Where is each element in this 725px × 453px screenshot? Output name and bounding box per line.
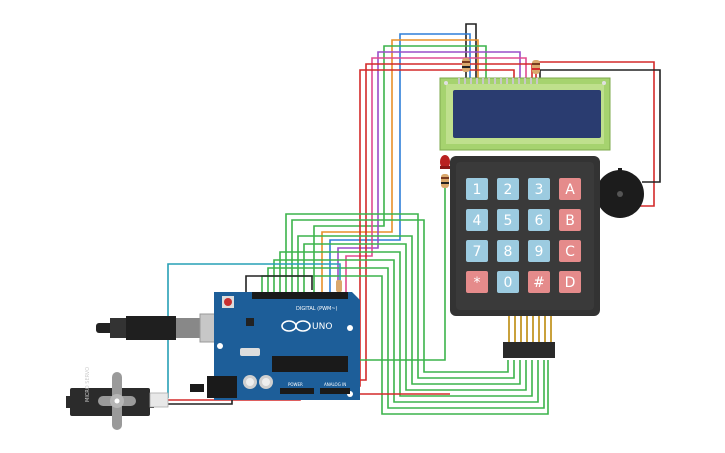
analog-header — [320, 388, 350, 394]
keypad-keys: 1 2 3 A 4 5 6 B 7 8 9 C * 0 # D — [466, 178, 581, 293]
wire-lcd-1 — [465, 23, 477, 78]
digital-header — [252, 292, 348, 299]
servo-label: MICRO SERVO — [85, 367, 91, 402]
lcd-screen — [453, 90, 601, 138]
keypad-key — [528, 240, 550, 262]
wire-kp-6 — [273, 259, 539, 403]
keypad-key-label: 0 — [504, 275, 513, 291]
wire-kp-5 — [279, 251, 533, 397]
keypad-key-label: 4 — [473, 213, 482, 229]
keypad-connector — [503, 342, 555, 358]
keypad-key — [497, 209, 519, 231]
keypad-key — [559, 240, 581, 262]
wire-buzzer — [539, 69, 661, 183]
keypad-key — [528, 178, 550, 200]
led-red — [440, 155, 450, 169]
keypad-key — [497, 178, 519, 200]
keypad-key-label: 2 — [504, 182, 513, 198]
wire-lcd-5 — [337, 51, 521, 292]
keypad-ribbon — [508, 316, 552, 342]
arduino-logo — [281, 320, 311, 332]
wire-lcd-6 — [345, 57, 527, 292]
keypad-key — [559, 271, 581, 293]
keypad-key-label: D — [565, 275, 576, 291]
keypad-key — [528, 209, 550, 231]
keypad-key-label: # — [533, 275, 545, 291]
micro-servo: MICRO SERVO — [66, 367, 169, 430]
resistor-lcd-1 — [462, 58, 470, 72]
servo-connector — [149, 392, 169, 408]
power-header — [280, 388, 314, 394]
keypad-key-label: 7 — [473, 244, 482, 260]
keypad-key — [528, 271, 550, 293]
resistor-led — [441, 174, 449, 188]
keypad-key-label: 1 — [473, 182, 482, 198]
resistor-lcd-2 — [532, 60, 540, 74]
piezo-buzzer — [596, 168, 644, 218]
keypad-key-label: 5 — [504, 213, 513, 229]
keypad-key-label: A — [565, 182, 575, 198]
keypad-key — [466, 209, 488, 231]
lcd-pins — [458, 78, 538, 84]
keypad-key-label: 8 — [504, 244, 513, 260]
wire-gnd-top — [245, 275, 313, 292]
keypad-key-label: C — [565, 244, 575, 260]
wires — [167, 23, 661, 415]
uno-label: UNO — [312, 322, 332, 332]
keypad-key-label: 9 — [535, 244, 544, 260]
power-jack — [207, 376, 237, 398]
keypad-key-label: 3 — [535, 182, 544, 198]
lcd-display — [439, 77, 611, 151]
keypad: 1 2 3 A 4 5 6 B 7 8 9 C * 0 # D — [450, 156, 600, 358]
keypad-key — [559, 178, 581, 200]
digital-label: DIGITAL (PWM~) — [296, 306, 338, 312]
keypad-key-label: * — [474, 275, 481, 291]
keypad-key-label: 6 — [535, 213, 544, 229]
reset-button — [224, 298, 232, 306]
keypad-key — [497, 240, 519, 262]
keypad-key — [466, 178, 488, 200]
power-label: POWER — [288, 382, 303, 387]
keypad-key-label: B — [565, 213, 575, 229]
wire-kp-2 — [285, 213, 515, 379]
keypad-key — [497, 271, 519, 293]
keypad-key — [466, 240, 488, 262]
atmega-chip — [272, 356, 348, 372]
usb-cable-end — [96, 323, 114, 333]
wire-kp-3 — [297, 235, 521, 385]
wire-kp-8 — [261, 275, 549, 415]
wire-lcd-2 — [329, 33, 471, 292]
wire-kp-7 — [267, 267, 545, 409]
arduino-uno: DIGITAL (PWM~) UNO POWER ANALOG IN — [96, 280, 360, 400]
analog-label: ANALOG IN — [324, 382, 346, 387]
wire-kp-1 — [291, 219, 509, 373]
keypad-key — [466, 271, 488, 293]
keypad-key — [559, 209, 581, 231]
